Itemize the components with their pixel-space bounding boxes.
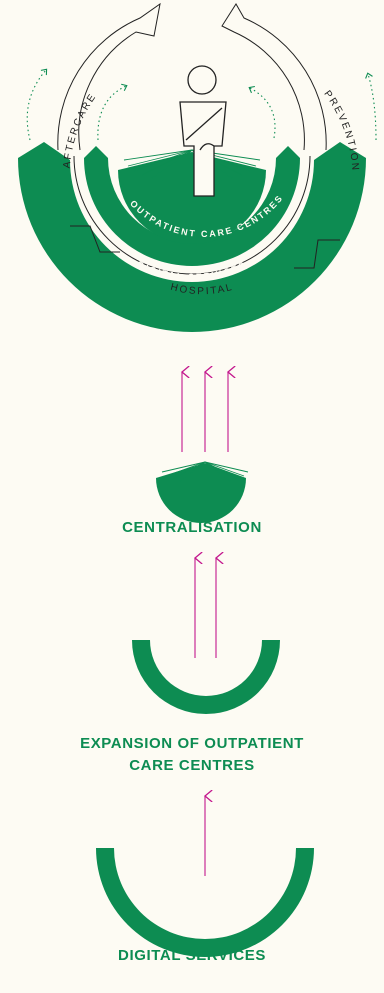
digital-services-band: [18, 142, 366, 332]
prevention-outline-arrow: [221, 3, 327, 151]
transition-arrows-2: [195, 558, 216, 658]
outer-outline-arc: [73, 155, 311, 275]
stage-caption-expansion: EXPANSION OF OUTPATIENT CARE CENTRES: [80, 735, 304, 774]
patient-figure: [179, 65, 227, 197]
stage-caption-digital: DIGITAL SERVICES: [118, 947, 266, 964]
hospital-label: HOSPITAL: [169, 282, 232, 297]
centralisation-graphic: [156, 461, 249, 523]
hero-diagram: AFTERCARE PREVENTION OUTPATIENT CARE CEN…: [18, 2, 377, 332]
right-step-connector: [294, 239, 340, 269]
stage-caption-centralisation: CENTRALISATION: [122, 519, 262, 536]
dotted-arrows: [26, 68, 377, 141]
outpatient-expansion-graphic: [132, 640, 280, 714]
outpatient-bowl: [84, 146, 300, 266]
left-step-connector: [70, 225, 120, 253]
transition-arrows-1: [182, 372, 228, 452]
digital-services-graphic: [96, 848, 314, 957]
hospital-hemisphere: [118, 152, 266, 244]
aftercare-outline-arrow: [57, 2, 161, 151]
svg-text:HOSPITAL: HOSPITAL: [169, 282, 234, 297]
